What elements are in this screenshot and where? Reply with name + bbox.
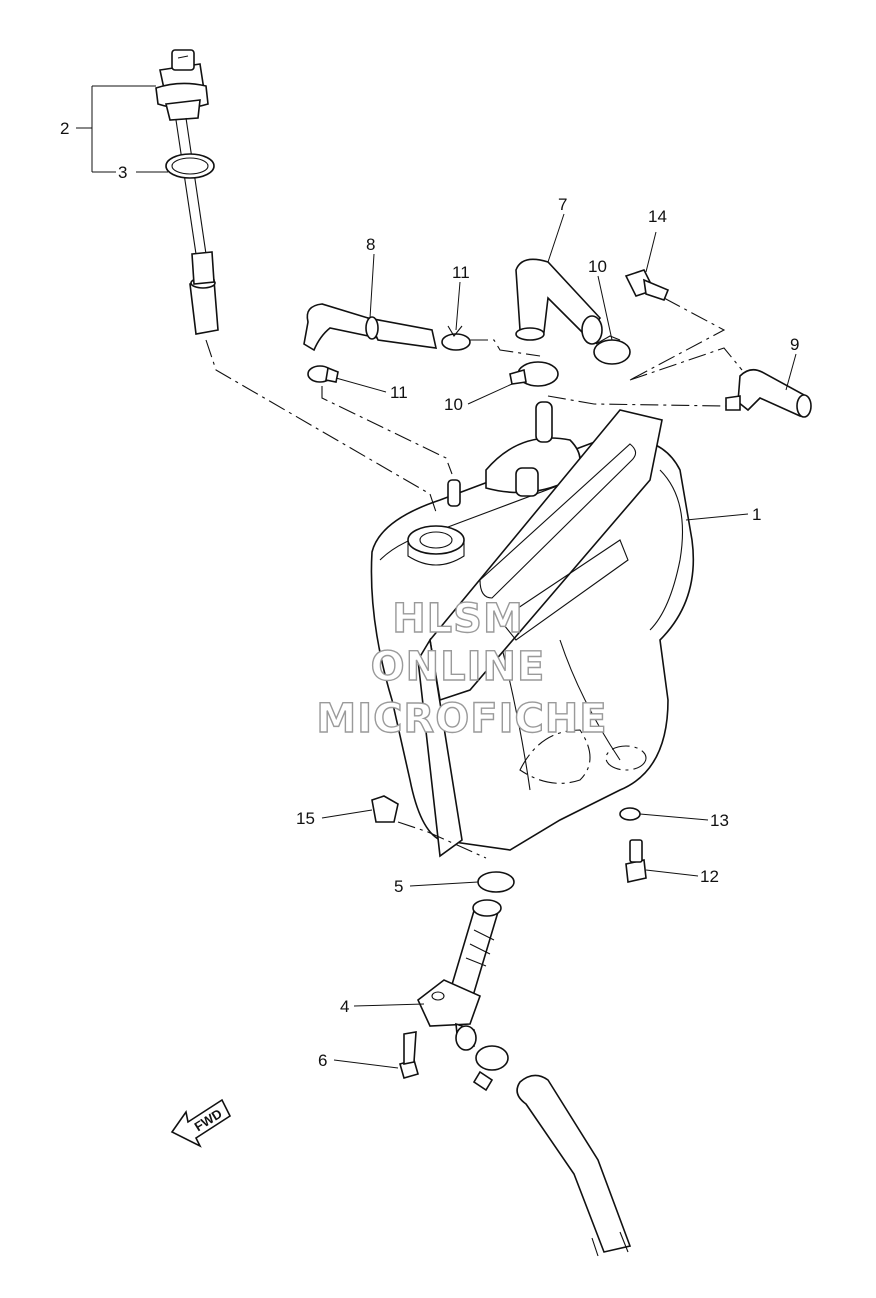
oil-strainer-pipe xyxy=(417,899,502,1051)
bolt-6 xyxy=(399,1031,419,1079)
callouts: 2 3 1 7 8 11 10 14 9 11 10 15 13 12 5 4 … xyxy=(60,119,799,1070)
callout-7: 7 xyxy=(558,195,567,214)
watermark-line-2: ONLINE xyxy=(371,644,546,690)
o-ring xyxy=(165,153,215,179)
callout-13: 13 xyxy=(710,811,729,830)
routing-lines xyxy=(205,297,743,859)
clamp-lower xyxy=(472,1045,509,1092)
clamp-10-lower xyxy=(509,361,559,387)
watermark-line-1: HLSM xyxy=(392,596,524,642)
callout-4: 4 xyxy=(340,997,349,1016)
callout-5: 5 xyxy=(394,877,403,896)
clamp-11-lower xyxy=(307,365,339,383)
oil-level-sensor xyxy=(155,49,219,335)
o-ring-5 xyxy=(477,871,515,893)
leader-lines xyxy=(76,85,797,1069)
bolt-12 xyxy=(625,839,647,883)
bolt-14 xyxy=(624,269,670,301)
callout-2: 2 xyxy=(60,119,69,138)
callout-10-upper: 10 xyxy=(588,257,607,276)
watermark-line-3: MICROFICHE xyxy=(316,696,607,742)
callout-10-lower: 10 xyxy=(444,395,463,414)
washer-13 xyxy=(619,807,641,821)
lower-hose xyxy=(516,1074,632,1257)
callout-12: 12 xyxy=(700,867,719,886)
callout-15: 15 xyxy=(296,809,315,828)
joint-9 xyxy=(725,368,812,418)
callout-3: 3 xyxy=(118,163,127,182)
callout-9: 9 xyxy=(790,335,799,354)
callout-11-lower: 11 xyxy=(390,383,408,402)
callout-6: 6 xyxy=(318,1051,327,1070)
watermark: HLSM ONLINE MICROFICHE xyxy=(316,595,608,742)
breather-hose-8 xyxy=(303,303,438,352)
callout-8: 8 xyxy=(366,235,375,254)
callout-11-upper: 11 xyxy=(452,263,470,282)
callout-1: 1 xyxy=(752,505,761,524)
collar-15 xyxy=(371,795,399,823)
fwd-arrow-icon: FWD xyxy=(170,1098,232,1148)
clamp-11-upper xyxy=(441,325,471,351)
callout-14: 14 xyxy=(648,207,667,226)
oil-tank xyxy=(370,401,695,858)
hose-7 xyxy=(515,258,603,345)
